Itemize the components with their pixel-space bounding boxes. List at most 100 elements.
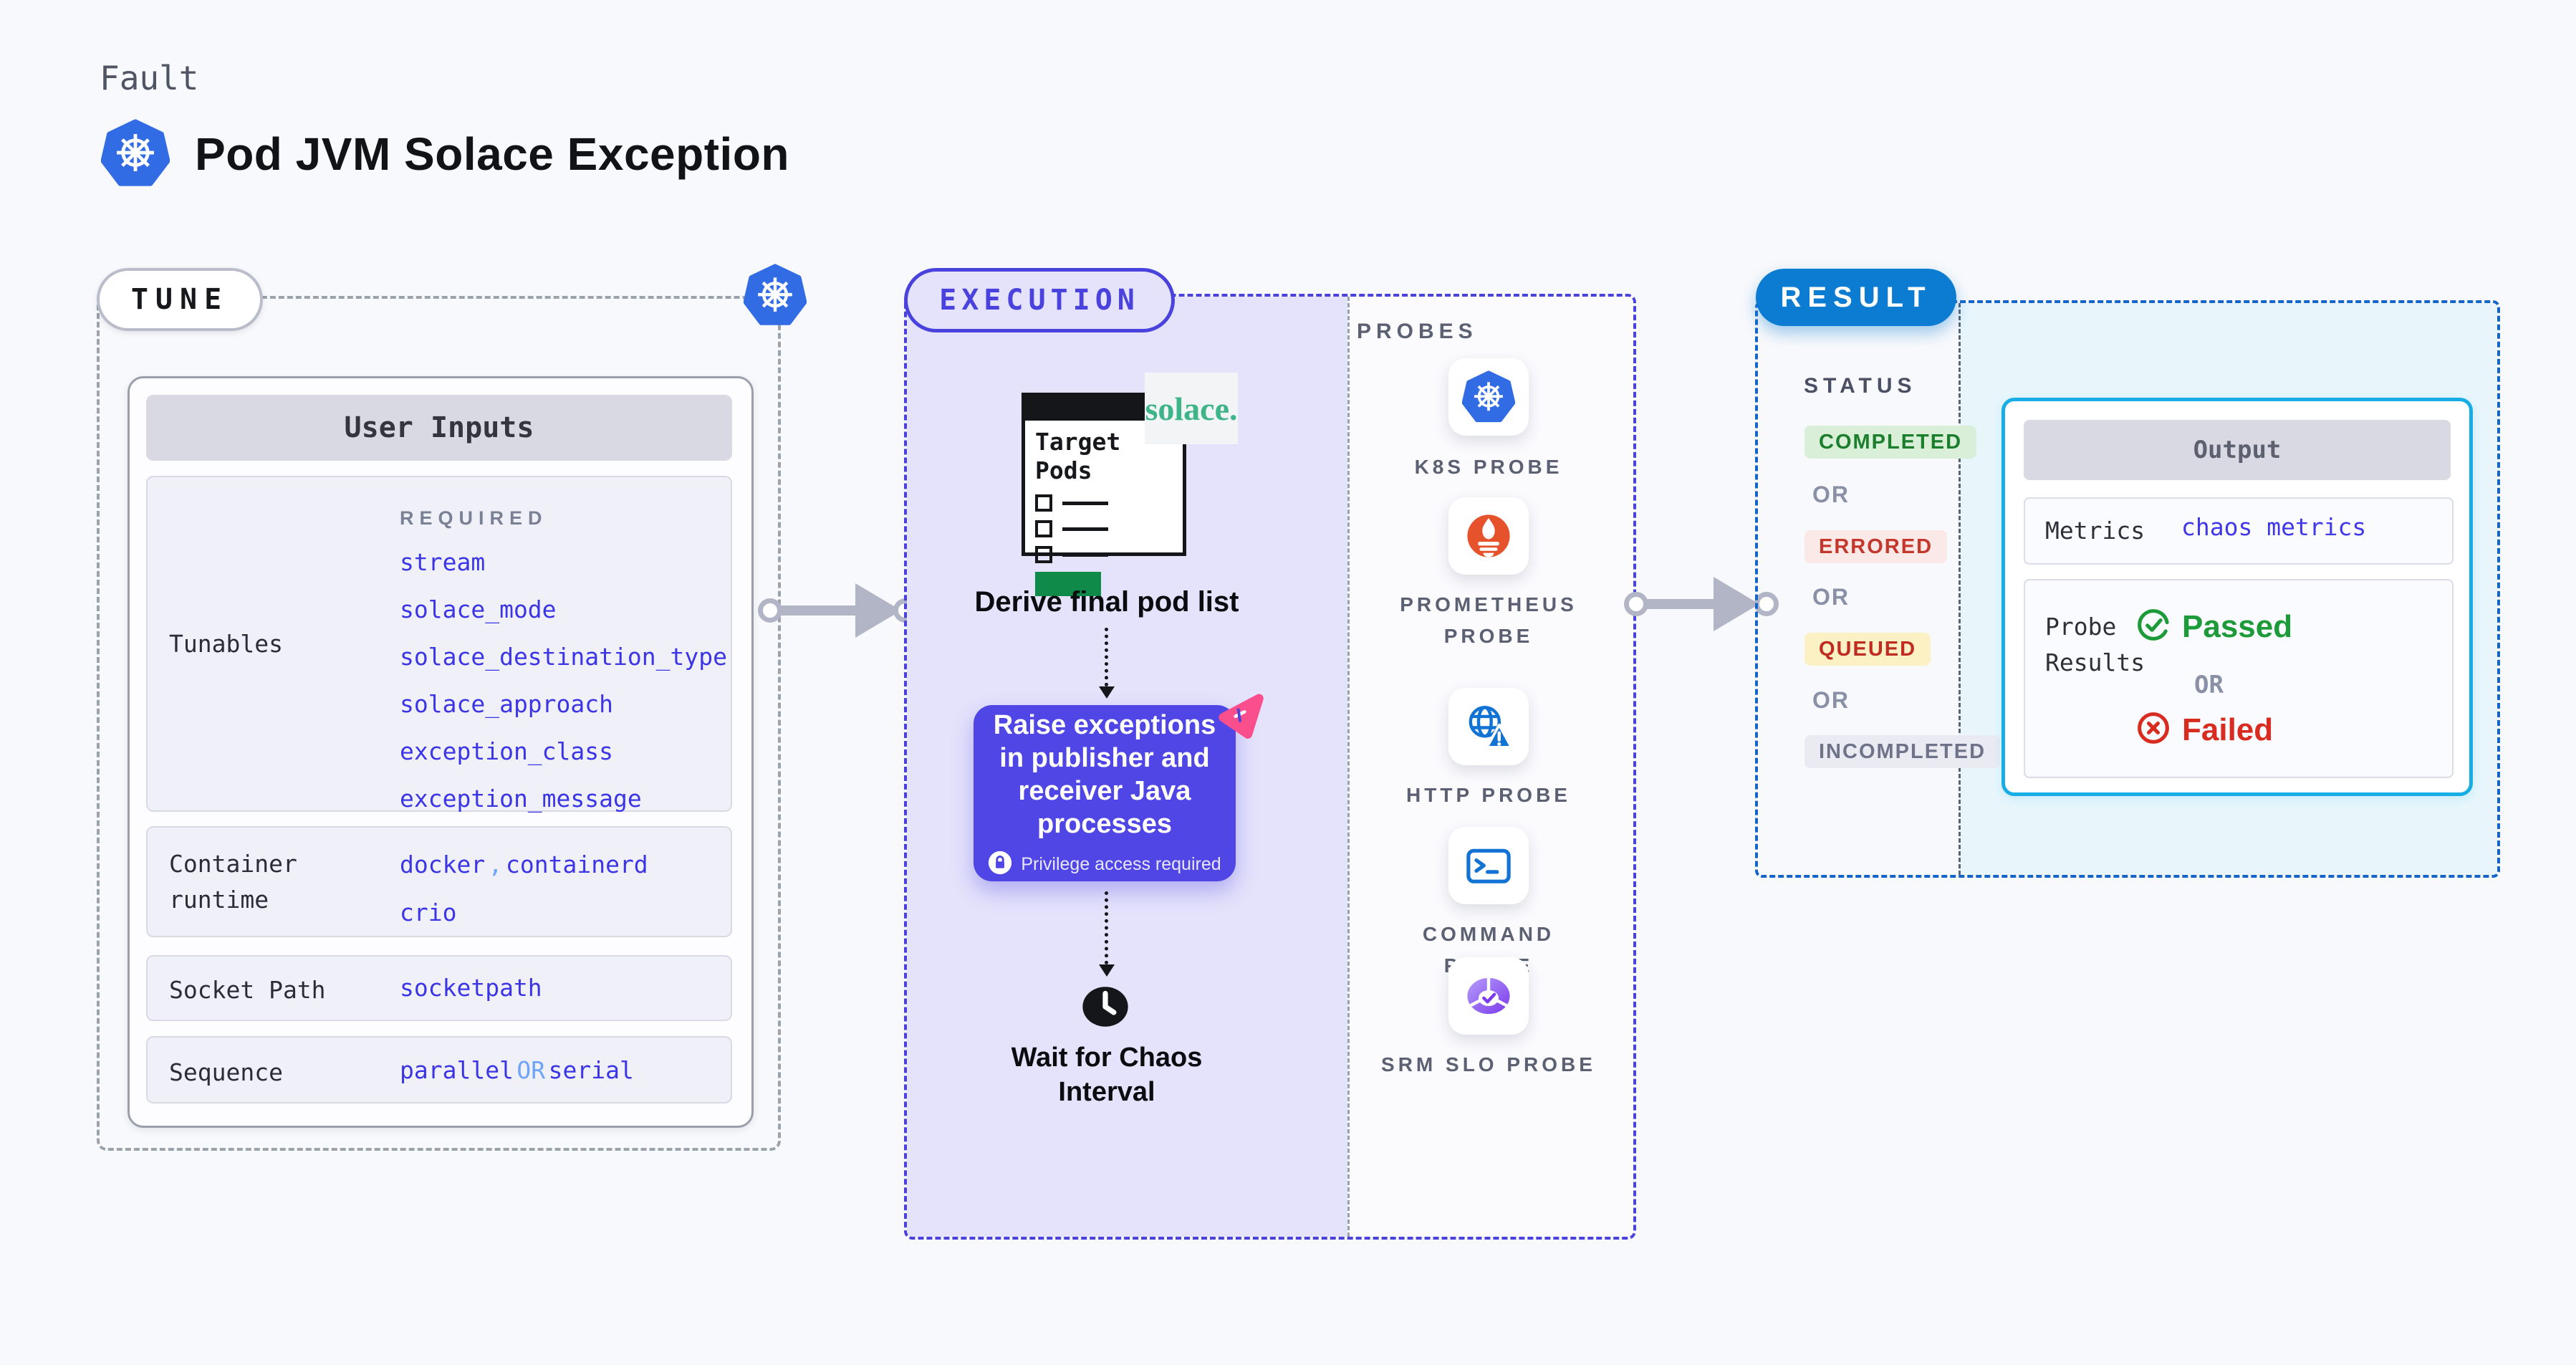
pod-list-item	[1035, 494, 1173, 512]
passed-text: Passed	[2182, 608, 2293, 644]
k8s-probe-icon	[1448, 358, 1529, 436]
result-section-label: RESULT	[1780, 281, 1932, 313]
tunable-value: stream	[400, 548, 486, 576]
probes-panel	[1347, 297, 1633, 1237]
tune-section-label: TUNE	[130, 283, 229, 316]
sequence-parallel: parallel	[400, 1056, 514, 1084]
wait-chaos-interval-step: Wait for Chaos Interval	[1011, 1043, 1203, 1107]
arrow-right-icon	[1714, 577, 1759, 631]
runtime-comma: ,	[488, 851, 503, 878]
socket-path-label: Socket Path	[169, 976, 326, 1004]
tunable-value: solace_approach	[400, 690, 614, 718]
raise-exceptions-text: Raise exceptions in publisher and receiv…	[993, 709, 1216, 839]
target-pods-title: Target Pods	[1035, 428, 1121, 484]
raise-exceptions-step: Raise exceptions in publisher and receiv…	[974, 705, 1236, 881]
page-title: Pod JVM Solace Exception	[195, 128, 789, 180]
privilege-text: Privilege access required	[1021, 853, 1221, 874]
flow-dotted-line	[1105, 891, 1108, 964]
status-badge-incompleted: INCOMPLETED	[1804, 735, 2001, 768]
lock-icon	[988, 851, 1012, 878]
sequence-values: parallel OR serial	[400, 1056, 634, 1084]
prometheus-probe-icon	[1448, 497, 1529, 575]
metrics-value: chaos metrics	[2181, 513, 2367, 541]
sequence-or: OR	[516, 1056, 546, 1084]
metrics-label: Metrics	[2045, 517, 2145, 545]
status-badge-completed: COMPLETED	[1804, 426, 1977, 459]
http-probe-icon	[1448, 688, 1529, 765]
metrics-row: Metrics chaos metrics	[2024, 497, 2454, 565]
runtime-containerd: containerd	[506, 851, 648, 878]
failed-result: Failed	[2136, 711, 2273, 749]
socket-path-value: socketpath	[400, 974, 542, 1002]
checkbox-icon	[1035, 520, 1052, 538]
user-inputs-card: User Inputs Tunables REQUIRED stream sol…	[128, 376, 754, 1128]
solace-logo-text: solace.	[1145, 390, 1238, 427]
command-probe-icon	[1448, 827, 1529, 904]
k8s-probe-label: K8S PROBE	[1414, 456, 1563, 478]
list-line	[1062, 552, 1108, 557]
srm-slo-probe-label: SRM SLO PROBE	[1381, 1053, 1596, 1076]
output-title: Output	[2193, 436, 2282, 464]
derive-pod-list-step: Derive final pod list	[974, 586, 1239, 618]
tunables-label: Tunables	[169, 630, 283, 658]
sequence-label: Sequence	[169, 1058, 283, 1086]
container-runtime-values: docker , containerd crio	[400, 843, 648, 934]
privilege-badge: Privilege access required	[988, 851, 1221, 878]
connector-dot	[1624, 592, 1648, 616]
user-inputs-header: User Inputs	[146, 395, 732, 461]
runtime-docker: docker	[400, 851, 486, 878]
or-separator: OR	[1812, 687, 1850, 713]
http-probe-label: HTTP PROBE	[1406, 784, 1571, 806]
output-header: Output	[2024, 420, 2451, 480]
tunable-value: solace_mode	[400, 595, 557, 623]
list-line	[1062, 527, 1108, 531]
status-title: STATUS	[1804, 374, 1917, 398]
tunable-value: exception_class	[400, 737, 614, 765]
check-circle-icon	[2136, 608, 2171, 646]
sequence-row: Sequence parallel OR serial	[146, 1036, 732, 1103]
connector-dot	[758, 598, 782, 623]
user-inputs-title: User Inputs	[344, 411, 534, 444]
runtime-crio: crio	[400, 899, 457, 926]
probe-results-row: Probe Results Passed OR	[2024, 579, 2454, 778]
kubernetes-logo-icon	[100, 119, 170, 188]
tunable-values: stream solace_mode solace_destination_ty…	[400, 539, 727, 823]
or-separator: OR	[2194, 671, 2224, 699]
failed-text: Failed	[2182, 712, 2274, 747]
result-divider	[1959, 303, 1961, 875]
probes-divider	[1347, 297, 1350, 1237]
connector-line	[1645, 599, 1717, 609]
socket-path-row: Socket Path socketpath	[146, 955, 732, 1021]
execution-section-label: EXECUTION	[939, 284, 1140, 317]
probe-results-label: Probe Results	[2045, 613, 2145, 676]
pod-list-item	[1035, 520, 1173, 538]
clock-icon	[1082, 983, 1129, 1030]
kubernetes-corner-icon	[743, 264, 807, 327]
sequence-serial: serial	[548, 1056, 634, 1084]
connector-line	[779, 605, 860, 616]
required-label: REQUIRED	[400, 507, 548, 529]
arrow-down-icon	[1099, 686, 1115, 699]
tune-section-pill: TUNE	[97, 268, 263, 331]
status-badge-queued: QUEUED	[1804, 633, 1931, 666]
x-circle-icon	[2136, 711, 2171, 749]
tunable-value: exception_message	[400, 785, 642, 813]
pod-list-item	[1035, 546, 1173, 564]
or-separator: OR	[1812, 482, 1850, 507]
page-kicker: Fault	[100, 59, 199, 97]
checkbox-icon	[1035, 494, 1052, 512]
checkbox-icon	[1035, 546, 1052, 564]
flow-dotted-line	[1105, 628, 1108, 686]
output-card: Output Metrics chaos metrics Probe Resul…	[2001, 398, 2473, 796]
tune-section-frame	[97, 296, 781, 1151]
srm-slo-probe-icon	[1448, 957, 1529, 1035]
solace-logo: solace.	[1145, 373, 1238, 444]
list-line	[1062, 501, 1108, 505]
arrow-down-icon	[1099, 964, 1115, 977]
tunable-value: solace_destination_type	[400, 643, 727, 671]
container-runtime-row: Container runtime docker , containerd cr…	[146, 826, 732, 937]
or-separator: OR	[1812, 584, 1850, 610]
probes-title: PROBES	[1357, 320, 1478, 343]
prometheus-probe-label: PROMETHEUS PROBE	[1400, 593, 1577, 647]
